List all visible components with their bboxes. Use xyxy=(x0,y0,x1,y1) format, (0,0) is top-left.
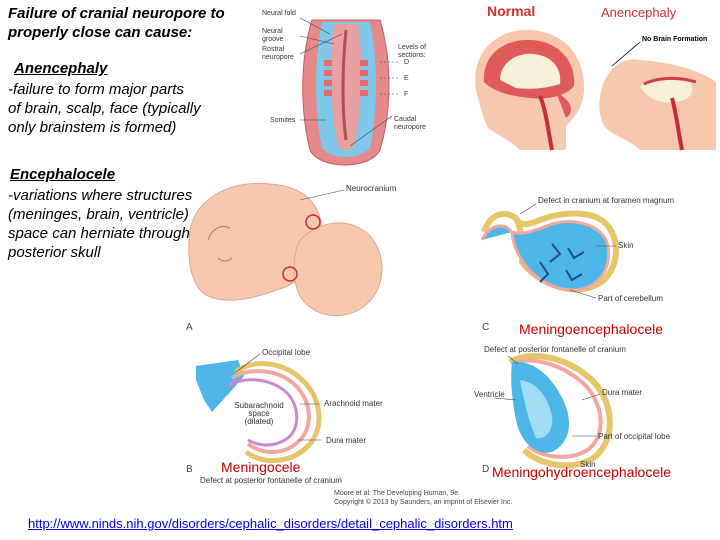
no-brain-formation-label: No Brain Formation xyxy=(642,36,708,43)
panel-c-skin-label: Skin xyxy=(618,241,634,250)
encephalocele-term: Encephalocele xyxy=(10,166,116,183)
panel-b-arachnoid-label: Arachnoid mater xyxy=(324,399,383,408)
panel-b-occipital-label: Occipital lobe xyxy=(262,348,311,357)
section-d-label: D xyxy=(404,59,410,66)
caudal-neuropore-label: Caudal neuropore xyxy=(394,116,426,131)
credit-line: Copyright © 2013 by Saunders, an imprint… xyxy=(334,499,513,506)
section-e-label: E xyxy=(404,75,409,82)
encephalocele-line: posterior skull xyxy=(8,244,101,261)
section-f-label: F xyxy=(404,91,409,98)
credit-line: Moore et al: The Developing Human, 9e. xyxy=(334,490,460,497)
neurocranium-label: Neurocranium xyxy=(346,184,397,193)
rostral-neuropore-label: Rostral neuropore xyxy=(262,46,294,61)
meningohydroencephalocele-label: Meningohydroencephalocele xyxy=(492,464,672,480)
panel-c-cerebellum-label: Part of cerebellum xyxy=(598,294,663,303)
subarachnoid-line: Subarachnoid xyxy=(234,401,284,410)
encephalocele-description: -variations where structures (meninges, … xyxy=(8,186,192,262)
anencephaly-label: Anencephaly xyxy=(601,5,677,20)
encephalocele-line: -variations where structures xyxy=(8,187,193,204)
panel-b-subarachnoid-label: Subarachnoid space (dilated) xyxy=(234,402,284,426)
levels-of-sections-label: Levels of sections: xyxy=(398,44,427,59)
panel-b-dura-label: Dura mater xyxy=(326,436,367,445)
anencephaly-line: of brain, scalp, face (typically xyxy=(8,100,201,117)
somites-label: Somites xyxy=(270,117,296,124)
panel-d-letter: D xyxy=(482,464,490,475)
meningocele-label: Meningocele xyxy=(221,459,301,475)
meningoencephalocele-label: Meningoencephalocele xyxy=(519,321,663,337)
panel-a-letter: A xyxy=(186,322,193,333)
panel-b-defect-label: Defect at posterior fontanelle of craniu… xyxy=(200,476,342,485)
normal-label: Normal xyxy=(487,3,536,19)
panel-d-dura-label: Dura mater xyxy=(602,388,643,397)
panel-c-letter: C xyxy=(482,322,490,333)
subarachnoid-line: (dilated) xyxy=(244,417,274,426)
neural-groove-label: Neural groove xyxy=(262,28,284,43)
panel-d-occipital-label: Part of occipital lobe xyxy=(598,432,671,441)
encephalocele-line: space can herniate through xyxy=(8,225,190,242)
panel-d-ventricle-label: Ventricle xyxy=(474,390,505,399)
source-link[interactable]: http://www.ninds.nih.gov/disorders/cepha… xyxy=(28,516,513,531)
subarachnoid-line: space xyxy=(248,409,270,418)
panel-d-defect-label: Defect at posterior fontanelle of craniu… xyxy=(484,345,626,354)
neural-fold-label: Neural fold xyxy=(262,10,296,17)
anencephaly-line: -failure to form major parts xyxy=(8,81,184,98)
slide-heading: Failure of cranial neuropore to properly… xyxy=(8,5,225,41)
image-credit: Moore et al: The Developing Human, 9e. C… xyxy=(334,489,512,507)
panel-d-skin-label: Skin xyxy=(580,460,596,469)
anencephaly-description: -failure to form major parts of brain, s… xyxy=(8,80,201,137)
encephalocele-line: (meninges, brain, ventricle) xyxy=(8,206,189,223)
anencephaly-term: Anencephaly xyxy=(14,60,108,77)
panel-c-defect-label: Defect in cranium at foramen magnum xyxy=(538,196,675,205)
anencephaly-line: only brainstem is formed) xyxy=(8,119,177,136)
panel-b-letter: B xyxy=(186,464,193,475)
